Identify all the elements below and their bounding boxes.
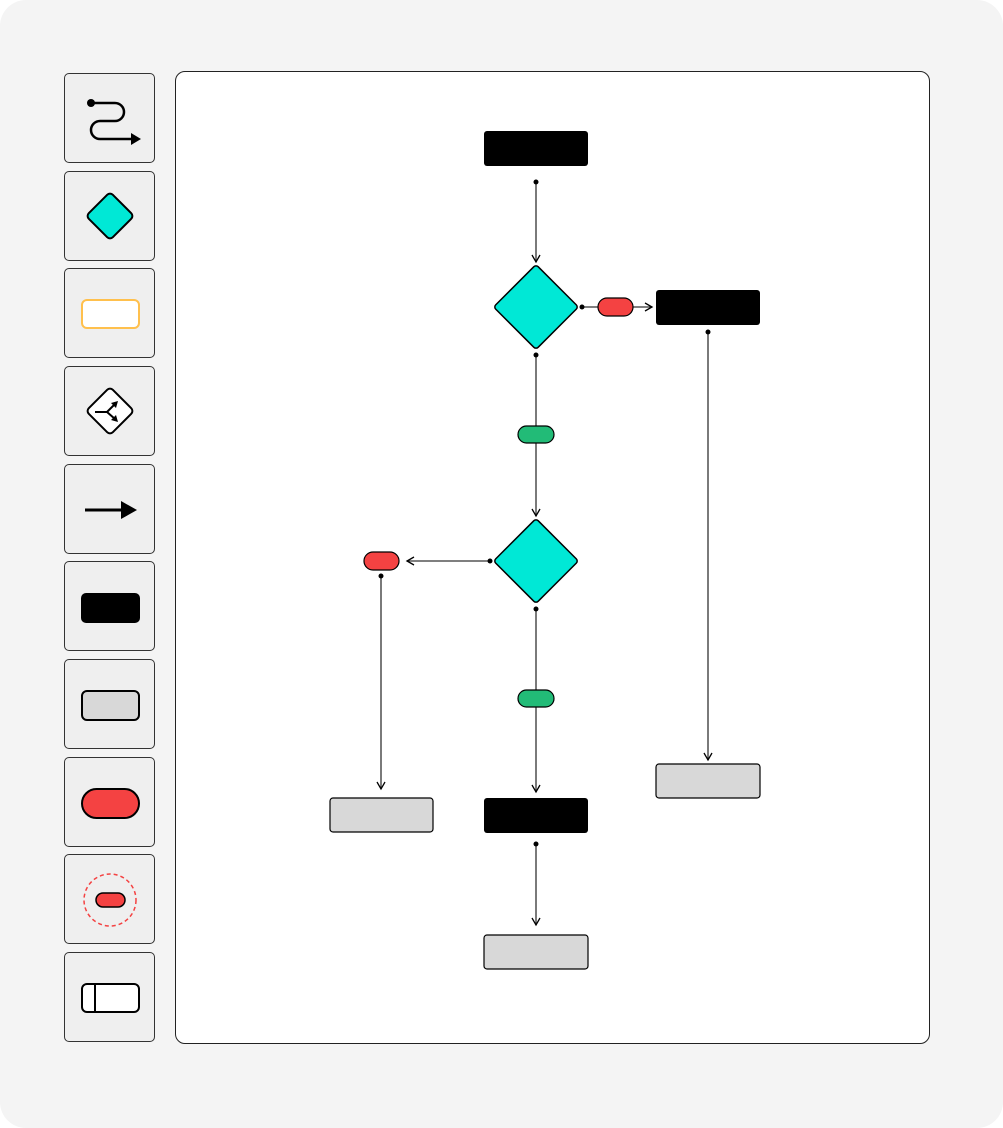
outlined-rectangle-icon xyxy=(81,299,140,329)
process-node-bottom[interactable] xyxy=(484,798,588,833)
start-process-node[interactable] xyxy=(484,131,588,166)
input-tool[interactable] xyxy=(64,268,155,358)
process-node-right[interactable] xyxy=(656,290,760,325)
curved-connector-icon xyxy=(87,99,141,145)
red-pill-icon xyxy=(81,788,140,819)
gray-node-end[interactable] xyxy=(483,934,589,970)
gray-box-tool[interactable] xyxy=(64,659,155,749)
decision-node-2[interactable] xyxy=(494,519,579,604)
gray-rectangle-icon xyxy=(81,690,140,721)
gray-node-left[interactable] xyxy=(329,797,434,833)
no-label-pill-1[interactable] xyxy=(597,297,634,317)
split-rectangle-icon xyxy=(81,983,140,1013)
gray-node-right[interactable] xyxy=(655,763,761,799)
terminal-tool[interactable] xyxy=(64,757,155,847)
decision-node-1[interactable] xyxy=(494,265,579,350)
branch-tool[interactable] xyxy=(64,366,155,456)
arrow-tool[interactable] xyxy=(64,464,155,554)
decision-tool[interactable] xyxy=(64,171,155,261)
process-tool[interactable] xyxy=(64,561,155,651)
branch-diamond-icon xyxy=(86,387,134,435)
yes-label-pill-2[interactable] xyxy=(517,689,555,708)
connector-dots xyxy=(378,179,711,847)
no-label-pill-2[interactable] xyxy=(363,551,400,571)
label-tool[interactable] xyxy=(64,854,155,944)
black-rectangle-icon xyxy=(81,593,140,623)
connector-tool[interactable] xyxy=(64,73,155,163)
panel-tool[interactable] xyxy=(64,952,155,1042)
diamond-icon xyxy=(86,192,134,240)
arrow-right-icon xyxy=(85,501,137,519)
yes-label-pill-1[interactable] xyxy=(517,425,555,444)
red-pill-dashed-circle-icon xyxy=(83,873,137,927)
